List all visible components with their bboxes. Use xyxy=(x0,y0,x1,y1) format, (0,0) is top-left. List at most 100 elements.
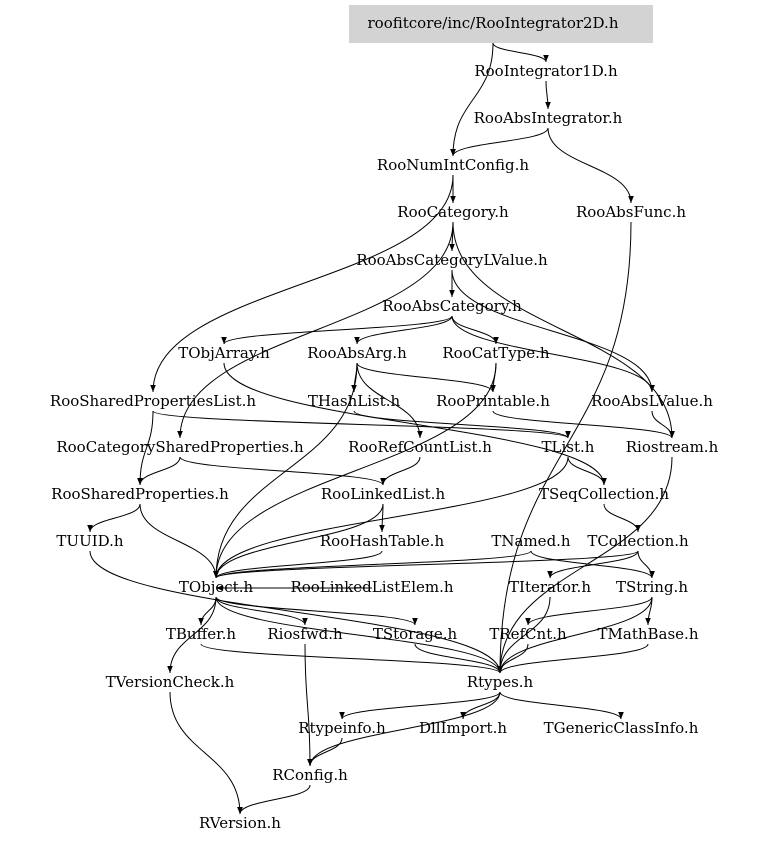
node-label: Riostream.h xyxy=(626,438,719,456)
node-roosharedpropertieslist[interactable]: RooSharedPropertiesList.h xyxy=(50,392,256,410)
node-label: RooAbsIntegrator.h xyxy=(474,109,623,127)
node-label: RooAbsLValue.h xyxy=(591,392,713,410)
node-root[interactable]: roofitcore/inc/RooIntegrator2D.h xyxy=(349,5,653,43)
node-label: roofitcore/inc/RooIntegrator2D.h xyxy=(368,14,619,32)
node-label: RooNumIntConfig.h xyxy=(377,156,530,174)
node-roolinkedlistelem[interactable]: RooLinkedListElem.h xyxy=(290,578,453,596)
edge-tcollection-to-tstring xyxy=(637,550,655,579)
edge-roocategorysharedproperties-to-roolinkedlist xyxy=(179,456,386,486)
node-label: RooCategorySharedProperties.h xyxy=(56,438,304,456)
edge-roohashtable-to-tobject xyxy=(213,550,383,579)
edge-rooabsintegrator-to-roonumintconfig xyxy=(450,127,549,157)
node-dllimport[interactable]: DllImport.h xyxy=(419,719,507,737)
node-tcollection[interactable]: TCollection.h xyxy=(587,532,689,550)
node-roosharedproperties[interactable]: RooSharedProperties.h xyxy=(51,485,229,503)
node-tmathbase[interactable]: TMathBase.h xyxy=(598,625,699,643)
edge-tlist-to-tseqcollection xyxy=(567,456,607,486)
node-label: RooCategory.h xyxy=(397,203,509,221)
node-tbuffer[interactable]: TBuffer.h xyxy=(166,625,237,643)
node-roointegrator1d[interactable]: RooIntegrator1D.h xyxy=(474,62,618,80)
root-node-box xyxy=(349,5,653,43)
node-label: RooAbsArg.h xyxy=(307,344,407,362)
node-label: TObjArray.h xyxy=(178,344,270,362)
edge-tobject-to-riosfwd xyxy=(215,596,308,626)
edge-roosharedpropertieslist-to-tlist xyxy=(152,410,571,439)
node-rooabsintegrator[interactable]: RooAbsIntegrator.h xyxy=(474,109,623,127)
node-label: TUUID.h xyxy=(56,532,123,550)
node-label: TVersionCheck.h xyxy=(106,673,235,691)
node-label: TNamed.h xyxy=(491,532,571,550)
node-roocategorysharedproperties[interactable]: RooCategorySharedProperties.h xyxy=(56,438,304,456)
node-rversion[interactable]: RVersion.h xyxy=(199,814,281,832)
node-rooabslvalue[interactable]: RooAbsLValue.h xyxy=(591,392,713,410)
node-tobjarray[interactable]: TObjArray.h xyxy=(178,344,270,362)
edge-thashlist-to-tlist xyxy=(353,410,571,439)
node-roorefcountlist[interactable]: RooRefCountList.h xyxy=(348,438,492,456)
node-tuuid[interactable]: TUUID.h xyxy=(56,532,123,550)
node-trefcnt[interactable]: TRefCnt.h xyxy=(489,625,567,643)
edge-rtypes-to-rtypeinfo xyxy=(339,691,501,720)
edge-roosharedproperties-to-tuuid xyxy=(87,503,141,533)
edge-roocategory-to-riostream xyxy=(452,221,675,439)
node-rconfig[interactable]: RConfig.h xyxy=(272,766,348,784)
node-label: RooSharedPropertiesList.h xyxy=(50,392,256,410)
node-rooabsarg[interactable]: RooAbsArg.h xyxy=(307,344,407,362)
edge-tcollection-to-tobject xyxy=(213,550,639,579)
edge-tcollection-to-titerator xyxy=(547,550,639,579)
node-thashlist[interactable]: THashList.h xyxy=(308,392,401,410)
node-rooprintable[interactable]: RooPrintable.h xyxy=(436,392,550,410)
edge-roocategory-to-roocategorysharedproperties xyxy=(177,221,454,439)
node-roocategory[interactable]: RooCategory.h xyxy=(397,203,509,221)
edge-tseqcollection-to-tcollection xyxy=(603,503,641,533)
node-riosfwd[interactable]: Riosfwd.h xyxy=(267,625,343,643)
node-tstorage[interactable]: TStorage.h xyxy=(373,625,458,643)
edge-rooabsarg-to-rooprintable xyxy=(356,362,496,393)
edge-tstring-to-trefcnt xyxy=(525,596,653,626)
edge-roocattype-to-tobject xyxy=(213,362,497,579)
node-label: RConfig.h xyxy=(272,766,348,784)
node-label: DllImport.h xyxy=(419,719,507,737)
edge-titerator-to-rtypes xyxy=(497,596,551,674)
node-tseqcollection[interactable]: TSeqCollection.h xyxy=(539,485,669,503)
node-rooabscategorylvalue[interactable]: RooAbsCategoryLValue.h xyxy=(356,251,548,269)
node-label: Riosfwd.h xyxy=(267,625,343,643)
node-label: RooIntegrator1D.h xyxy=(474,62,618,80)
node-rtypeinfo[interactable]: Rtypeinfo.h xyxy=(298,719,386,737)
node-label: RooSharedProperties.h xyxy=(51,485,229,503)
node-label: RooAbsCategoryLValue.h xyxy=(356,251,548,269)
edge-rtypes-to-rconfig xyxy=(307,691,501,767)
node-roohashtable[interactable]: RooHashTable.h xyxy=(320,532,445,550)
edge-rooabslvalue-to-riostream xyxy=(651,410,675,439)
edge-rooabscategory-to-roocattype xyxy=(451,315,499,345)
node-rtypes[interactable]: Rtypes.h xyxy=(467,673,534,691)
node-riostream[interactable]: Riostream.h xyxy=(626,438,719,456)
node-tgenericclassinfo[interactable]: TGenericClassInfo.h xyxy=(544,719,699,737)
node-label: THashList.h xyxy=(308,392,401,410)
node-label: TSeqCollection.h xyxy=(539,485,669,503)
node-rooabsfunc[interactable]: RooAbsFunc.h xyxy=(576,203,686,221)
edge-rooabscategorylvalue-to-rooabslvalue xyxy=(451,269,655,393)
node-roonumintconfig[interactable]: RooNumIntConfig.h xyxy=(377,156,530,174)
node-tlist[interactable]: TList.h xyxy=(542,438,595,456)
node-rooabscategory[interactable]: RooAbsCategory.h xyxy=(382,297,522,315)
edge-tobject-to-rtypes xyxy=(215,596,503,674)
edge-tstorage-to-rtypes xyxy=(414,643,503,674)
edge-roointegrator1d-to-rooabsintegrator xyxy=(545,80,551,110)
node-tnamed[interactable]: TNamed.h xyxy=(491,532,571,550)
edge-roosharedproperties-to-tobject xyxy=(139,503,219,579)
node-label: Rtypes.h xyxy=(467,673,534,691)
node-roolinkedlist[interactable]: RooLinkedList.h xyxy=(321,485,446,503)
node-label: RooAbsFunc.h xyxy=(576,203,686,221)
node-label: RooLinkedList.h xyxy=(321,485,446,503)
node-tstring[interactable]: TString.h xyxy=(616,578,688,596)
node-titerator[interactable]: TIterator.h xyxy=(509,578,591,596)
node-tversioncheck[interactable]: TVersionCheck.h xyxy=(106,673,235,691)
node-label: TList.h xyxy=(542,438,595,456)
edge-tlist-to-tobject xyxy=(213,456,569,579)
edge-tversioncheck-to-rversion xyxy=(169,691,243,815)
edge-root-to-roointegrator1d xyxy=(492,42,549,63)
node-roocattype[interactable]: RooCatType.h xyxy=(442,344,550,362)
node-label: Rtypeinfo.h xyxy=(298,719,386,737)
node-label: TObject.h xyxy=(179,578,254,596)
node-tobject[interactable]: TObject.h xyxy=(179,578,254,596)
